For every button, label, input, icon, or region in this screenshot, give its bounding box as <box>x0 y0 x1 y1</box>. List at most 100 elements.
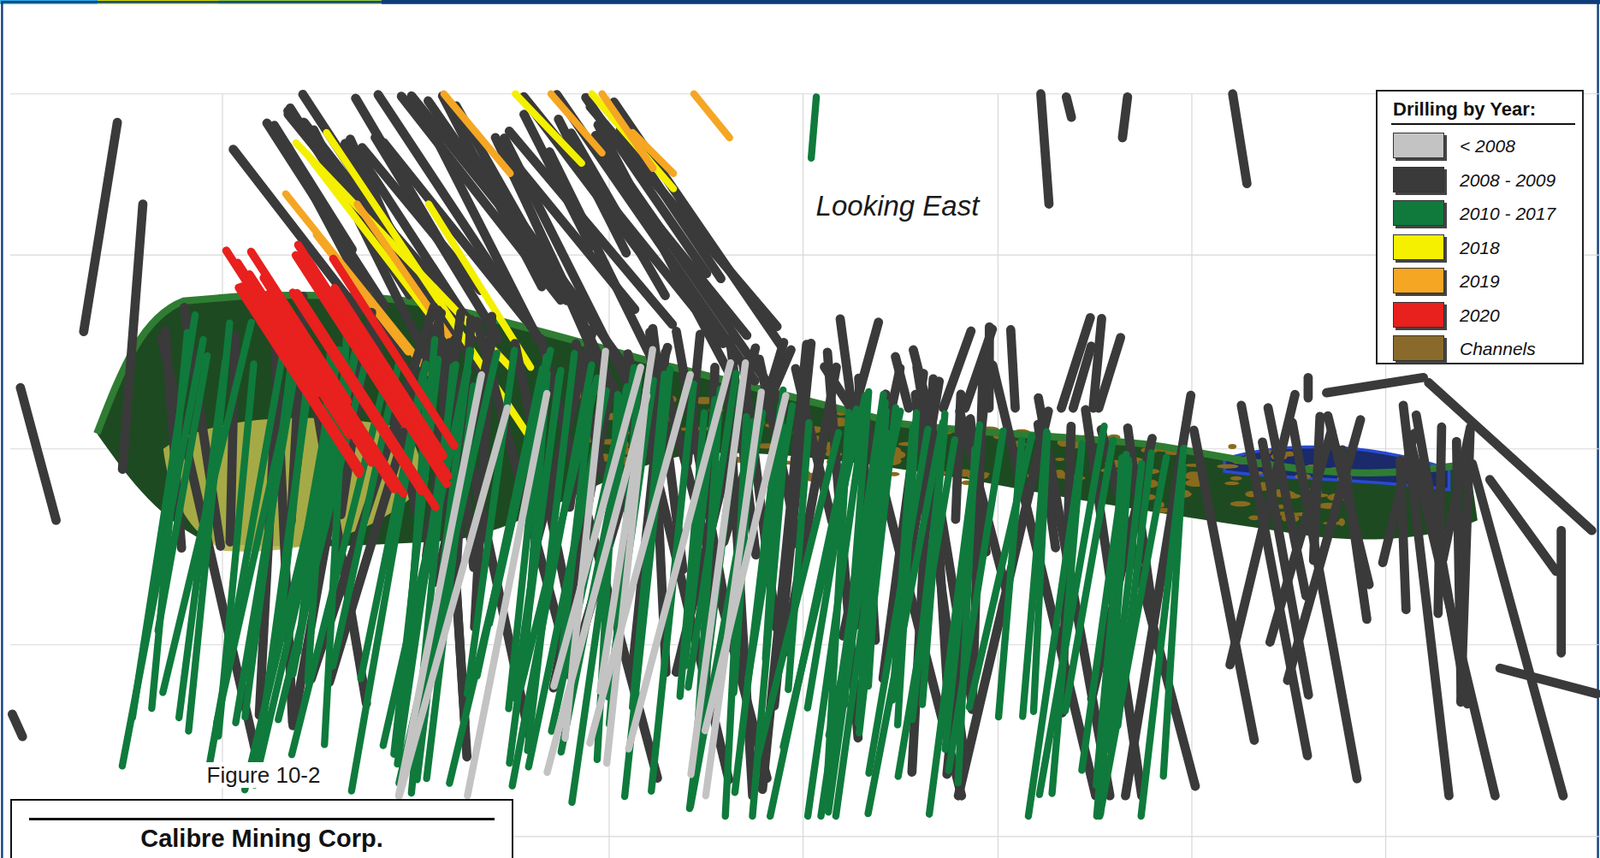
legend-text: 2020 <box>1459 305 1500 326</box>
drill-hole <box>969 436 1032 708</box>
drill-hole <box>1096 454 1126 786</box>
drill-hole <box>151 332 188 709</box>
drill-hole <box>296 293 436 508</box>
drill-hole <box>122 339 204 766</box>
drill-hole <box>1556 530 1566 653</box>
figure-number-text: Figure 10-2 <box>203 762 325 789</box>
drill-hole <box>1193 430 1255 741</box>
drill-hole <box>467 393 547 796</box>
drill-hole <box>20 387 57 521</box>
drill-hole <box>1060 317 1091 409</box>
drill-hole <box>1010 329 1015 409</box>
drill-hole <box>551 94 603 154</box>
drill-hole <box>1122 96 1128 138</box>
drill-hole <box>1489 480 1557 572</box>
legend-text: 2010 - 2017 <box>1459 203 1556 225</box>
drill-hole <box>249 274 373 463</box>
drill-hole <box>811 96 817 159</box>
drill-hole <box>984 326 995 409</box>
legend-swatch <box>1392 132 1445 159</box>
drill-hole <box>602 94 654 169</box>
drill-hole <box>332 296 439 461</box>
drill-hole <box>444 94 511 174</box>
channel-sample <box>1230 501 1251 507</box>
drill-hole <box>1052 444 1083 795</box>
drill-hole <box>208 335 286 769</box>
view-direction-text: Looking East <box>812 189 984 222</box>
drill-hole <box>835 433 889 817</box>
channel-sample <box>1227 444 1237 450</box>
legend-swatch <box>1392 335 1445 362</box>
drill-hole <box>592 94 674 190</box>
legend-box: Drilling by Year: < 2008 2008 - 2009 2010 -… <box>1375 89 1584 365</box>
legend-swatch <box>1392 166 1445 193</box>
drill-hole <box>1382 433 1415 563</box>
company-name: Calibre Mining Corp. <box>20 824 504 854</box>
drill-hole <box>943 331 972 409</box>
drill-hole <box>122 204 143 470</box>
channel-sample <box>1054 457 1065 462</box>
drill-hole <box>515 94 582 164</box>
channel-sample <box>1230 476 1243 481</box>
title-rule <box>29 817 495 821</box>
legend-text: < 2008 <box>1459 136 1516 157</box>
legend-swatch <box>1392 234 1445 261</box>
legend-text: 2019 <box>1459 271 1500 292</box>
drill-hole <box>83 122 118 332</box>
legend-title: Drilling by Year: <box>1392 98 1583 121</box>
legend-text: 2018 <box>1459 237 1500 259</box>
channel-sample <box>1338 518 1346 527</box>
grid-lines <box>10 94 1600 858</box>
drill-hole <box>734 405 782 793</box>
drill-hole <box>1303 377 1314 398</box>
title-block: Calibre Mining Corp. <box>10 799 514 858</box>
drill-hole <box>11 714 23 737</box>
legend-text: 2008 - 2009 <box>1459 170 1556 191</box>
legend-swatch <box>1392 200 1445 226</box>
drill-hole <box>912 349 928 409</box>
drill-hole <box>1499 668 1597 694</box>
drill-hole <box>226 250 320 393</box>
legend-swatch <box>1392 302 1445 328</box>
legend-swatch <box>1392 267 1445 294</box>
view-direction: Looking East <box>812 189 984 223</box>
figure-number: Figure 10-2 <box>203 762 325 789</box>
drill-hole <box>599 349 653 692</box>
drill-hole <box>1066 96 1072 118</box>
drill-hole <box>1093 318 1103 409</box>
drill-hole <box>509 374 559 764</box>
drill-hole <box>1291 422 1358 779</box>
grid-line <box>10 93 1600 95</box>
drill-hole <box>235 363 297 723</box>
legend-rule <box>1391 123 1576 125</box>
drill-hole <box>895 356 910 409</box>
drill-hole <box>632 132 674 174</box>
drill-hole <box>1040 94 1049 205</box>
legend-text: Channels <box>1459 338 1536 360</box>
drill-hole <box>398 374 482 796</box>
drill-hole <box>691 362 747 775</box>
drill-hole <box>1141 448 1185 817</box>
drill-hole <box>1232 94 1248 184</box>
channel-sample <box>1224 481 1239 486</box>
drill-hole <box>230 336 236 542</box>
drill-hole <box>399 408 508 796</box>
drill-hole <box>828 402 886 813</box>
drill-hole <box>317 284 447 485</box>
drill-hole <box>693 94 730 138</box>
drill-hole <box>1456 441 1461 694</box>
drill-hole <box>1326 377 1423 393</box>
drill-hole <box>897 413 917 726</box>
drill-hole <box>586 97 707 274</box>
drill-hole <box>1342 450 1368 620</box>
drill-hole <box>267 294 394 490</box>
drill-hole <box>824 367 852 409</box>
channel-sample <box>1216 464 1239 469</box>
drill-hole <box>309 262 449 477</box>
drill-hole <box>945 425 980 750</box>
drill-hole <box>705 396 786 732</box>
drill-hole <box>1416 414 1468 705</box>
